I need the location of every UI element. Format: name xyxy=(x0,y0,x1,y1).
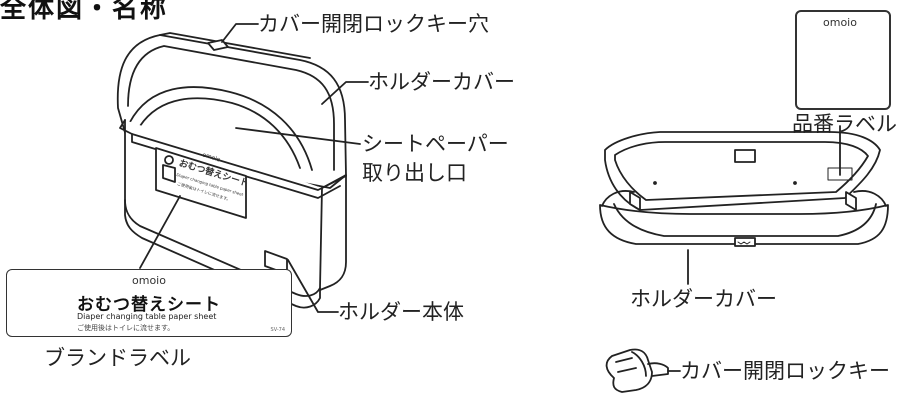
brand-label-card: omoio おむつ替えシート Diaper changing table pap… xyxy=(6,269,292,337)
label-lock-key: カバー開閉ロックキー xyxy=(680,359,890,383)
label-sheet-outlet-line2: 取り出し口 xyxy=(362,161,467,185)
brand-card-title: おむつ替えシート xyxy=(77,295,221,315)
label-brand-label: ブランドラベル xyxy=(44,346,191,370)
brand-card-subtitle: Diaper changing table paper sheet xyxy=(77,312,217,321)
product-label-card: omoio xyxy=(795,10,891,110)
brand-logo: omoio xyxy=(132,274,166,287)
brand-card-code: SV-74 xyxy=(270,327,285,333)
label-holder-body: ホルダー本体 xyxy=(338,300,464,324)
label-holder-cover-right: ホルダーカバー xyxy=(630,287,777,311)
product-logo: omoio xyxy=(823,16,857,29)
page-title: 全体図・名称 xyxy=(0,0,169,24)
brand-card-note: ご使用後はトイレに流せます。 xyxy=(77,324,175,332)
label-product-label: 品番ラベル xyxy=(792,112,897,136)
label-lock-hole: カバー開閉ロックキー穴 xyxy=(258,12,489,36)
label-holder-cover-top: ホルダーカバー xyxy=(368,70,515,94)
label-sheet-outlet-line1: シートペーパー xyxy=(362,132,509,156)
